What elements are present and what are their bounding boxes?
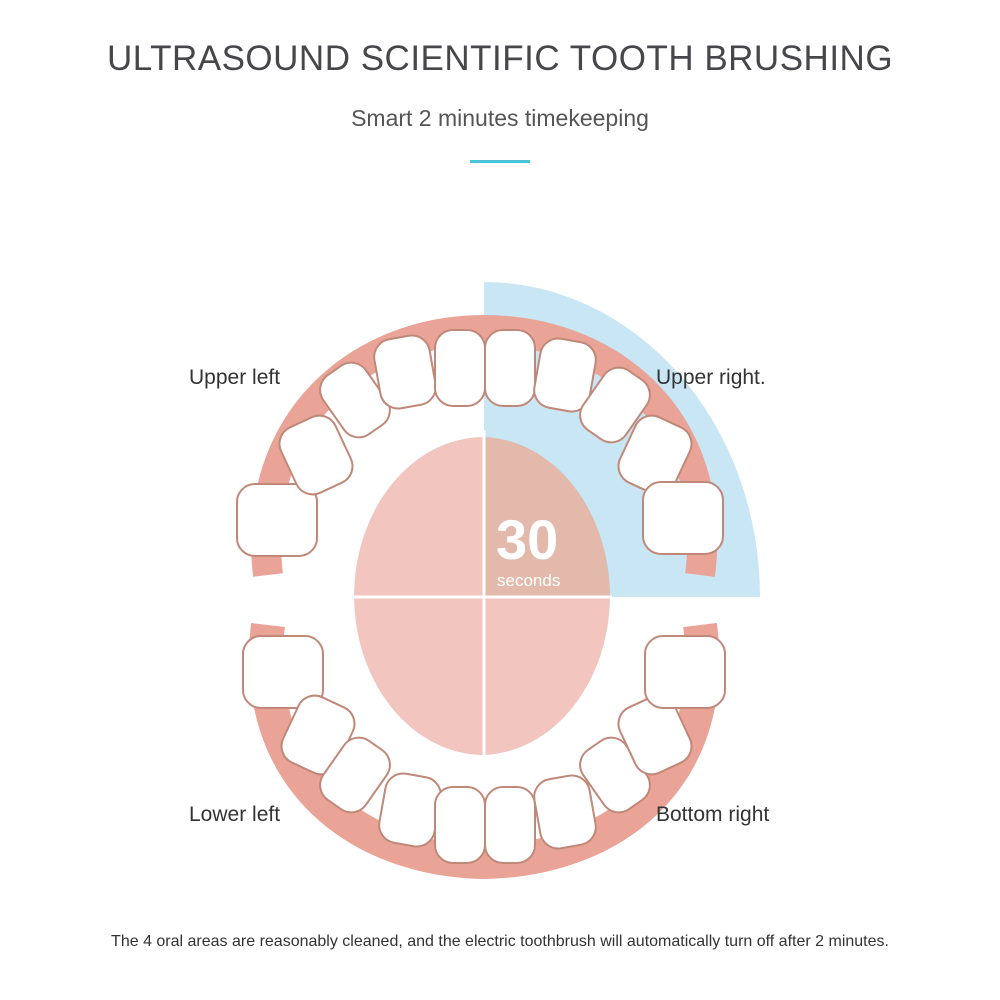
tooth [644,635,726,709]
tooth [378,772,442,848]
timer-value: 30 [496,508,559,571]
footer-note: The 4 oral areas are reasonably cleaned,… [111,933,889,950]
tooth [278,414,354,496]
quadrant-upper-left [354,437,484,597]
tooth [642,481,724,555]
tooth [319,736,391,814]
tooth [484,786,536,864]
quadrant-lower-left [354,597,484,755]
tooth [434,329,486,407]
quadrant-lower-right [484,597,610,755]
timer-unit: seconds [497,571,561,590]
label-upper-right: Upper right. [656,366,766,389]
tooth [236,483,318,557]
page-title: ULTRASOUND SCIENTIFIC TOOTH BRUSHING [106,39,894,78]
tooth [242,635,324,709]
teeth-group [236,329,726,864]
label-lower-right: Bottom right [656,803,770,826]
tooth [484,329,536,407]
center-ellipse [350,430,612,760]
tooth [579,366,651,444]
tooth [617,414,693,496]
label-upper-left: Upper left [189,366,281,389]
quadrant-upper-right [484,437,610,597]
tooth [434,786,486,864]
tooth [373,334,437,410]
tooth [533,337,597,413]
accent-divider [470,160,530,163]
label-lower-left: Lower left [189,803,281,826]
page-subtitle: Smart 2 minutes timekeeping [351,105,649,131]
tooth [617,694,693,776]
tooth [533,774,597,850]
tooth [319,361,391,439]
